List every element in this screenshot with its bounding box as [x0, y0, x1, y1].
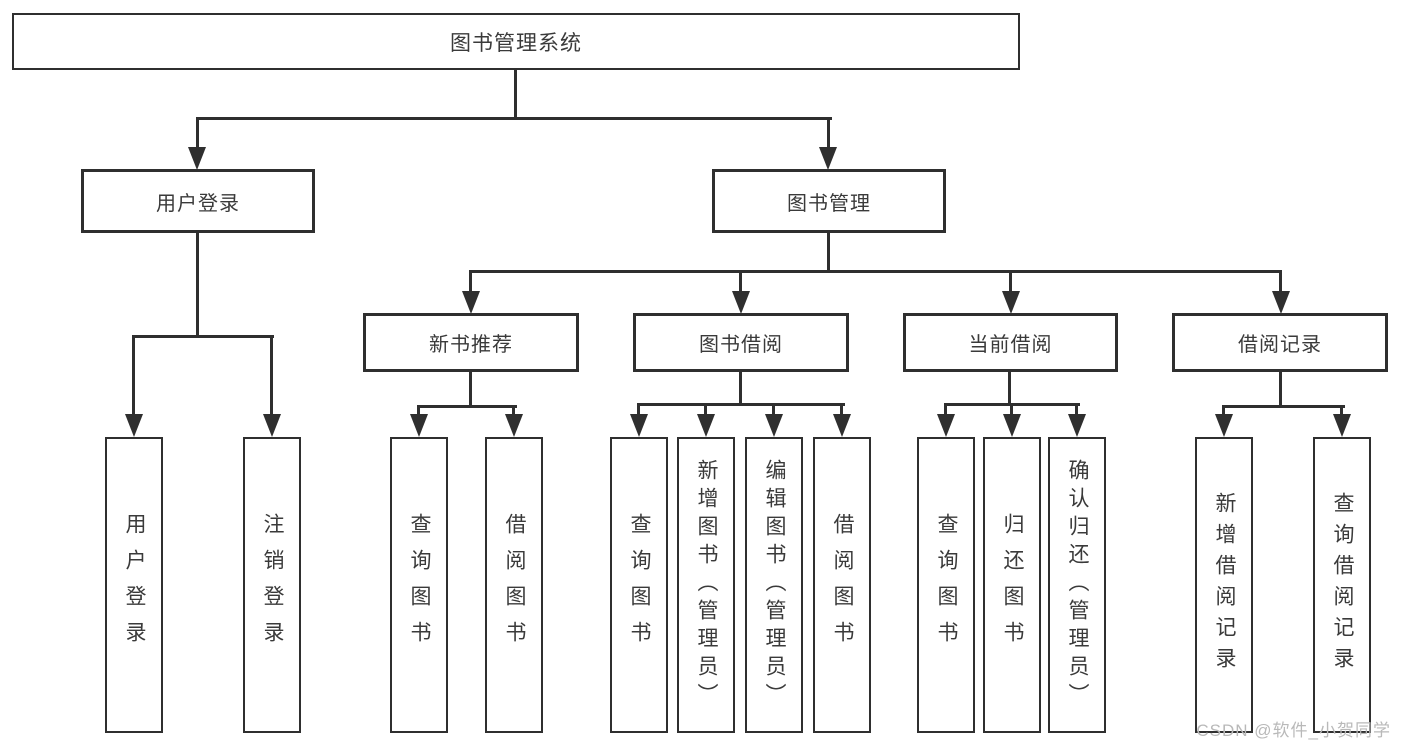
- leaf-label: 确认归还（管理员）: [1066, 459, 1089, 711]
- leaf-return-book: 归还图书: [983, 437, 1041, 733]
- connector-stem-user-login: [196, 117, 199, 149]
- leaf-query-borrow-record: 查询借阅记录: [1313, 437, 1371, 733]
- leaf-query-book-recommend: 查询图书: [390, 437, 448, 733]
- arrowhead-sec3-leaf0: [1215, 414, 1233, 437]
- connector-stem-sec1-leaf1: [704, 403, 707, 417]
- connector-root-split: [196, 117, 832, 120]
- connector-stem-leaf-login: [132, 335, 135, 415]
- leaf-confirm-return-admin: 确认归还（管理员）: [1048, 437, 1106, 733]
- leaf-label: 用户登录: [123, 513, 146, 657]
- arrowhead-sec0-leaf0: [410, 414, 428, 437]
- arrowhead-sec1-leaf3: [833, 414, 851, 437]
- connector-sec3-stem: [1279, 372, 1282, 408]
- connector-stem-sec1-leaf0: [637, 403, 640, 417]
- leaf-borrow-book: 借阅图书: [813, 437, 871, 733]
- leaf-label: 编辑图书（管理员）: [763, 459, 786, 711]
- connector-stem-borrow-record: [1279, 270, 1282, 293]
- leaf-label: 查询借阅记录: [1331, 492, 1354, 678]
- connector-stem-sec0-leaf1: [512, 405, 515, 417]
- arrowhead-new-book: [462, 291, 480, 314]
- connector-sec1-stem: [739, 372, 742, 406]
- arrowhead-sec2-leaf1: [1003, 414, 1021, 437]
- connector-stem-new-book: [469, 270, 472, 293]
- connector-stem-sec3-leaf0: [1222, 405, 1225, 417]
- leaf-label: 查询图书: [628, 513, 651, 657]
- connector-stem-current-borrow: [1009, 270, 1012, 293]
- leaf-edit-book-admin: 编辑图书（管理员）: [745, 437, 803, 733]
- leaf-borrow-book-recommend: 借阅图书: [485, 437, 543, 733]
- leaf-label: 查询图书: [935, 513, 958, 657]
- leaf-logout: 注销登录: [243, 437, 301, 733]
- connector-stem-book-management: [827, 117, 830, 149]
- connector-stem-sec2-leaf1: [1010, 403, 1013, 417]
- connector-sec2-stem: [1008, 372, 1011, 406]
- arrowhead-sec1-leaf1: [697, 414, 715, 437]
- arrowhead-sec1-leaf2: [765, 414, 783, 437]
- leaf-label: 新增图书（管理员）: [695, 459, 718, 711]
- arrowhead-sec2-leaf0: [937, 414, 955, 437]
- connector-stem-sec3-leaf1: [1340, 405, 1343, 417]
- arrowhead-borrow-record: [1272, 291, 1290, 314]
- node-book-borrow: 图书借阅: [633, 313, 849, 372]
- connector-book-management-stem: [827, 233, 830, 273]
- connector-stem-book-borrow: [739, 270, 742, 293]
- node-library-management-system: 图书管理系统: [12, 13, 1020, 70]
- node-borrow-record: 借阅记录: [1172, 313, 1388, 372]
- arrowhead-current-borrow: [1002, 291, 1020, 314]
- connector-sec3-split: [1223, 405, 1345, 408]
- connector-sec1-split: [638, 403, 845, 406]
- arrowhead-sec2-leaf2: [1068, 414, 1086, 437]
- arrowhead-leaf-logout: [263, 414, 281, 437]
- arrowhead-sec3-leaf1: [1333, 414, 1351, 437]
- node-user-login: 用户登录: [81, 169, 315, 233]
- connector-user-login-split: [133, 335, 274, 338]
- leaf-label: 借阅图书: [503, 513, 526, 657]
- arrowhead-leaf-login: [125, 414, 143, 437]
- arrowhead-book-management: [819, 147, 837, 170]
- arrowhead-book-borrow: [732, 291, 750, 314]
- arrowhead-sec0-leaf1: [505, 414, 523, 437]
- connector-stem-sec2-leaf0: [944, 403, 947, 417]
- csdn-watermark: CSDN @软件_小贺同学: [1196, 721, 1391, 740]
- connector-sec0-stem: [469, 372, 472, 408]
- leaf-add-borrow-record: 新增借阅记录: [1195, 437, 1253, 733]
- connector-stem-sec1-leaf2: [772, 403, 775, 417]
- arrowhead-sec1-leaf0: [630, 414, 648, 437]
- arrowhead-user-login: [188, 147, 206, 170]
- connector-book-management-split: [470, 270, 1282, 273]
- connector-root-stem: [514, 70, 517, 120]
- connector-sec0-split: [418, 405, 517, 408]
- node-new-book-recommend: 新书推荐: [363, 313, 579, 372]
- connector-stem-leaf-logout: [270, 335, 273, 415]
- leaf-query-book-borrow: 查询图书: [610, 437, 668, 733]
- connector-user-login-stem: [196, 233, 199, 338]
- leaf-label: 查询图书: [408, 513, 431, 657]
- connector-stem-sec2-leaf2: [1075, 403, 1078, 417]
- leaf-label: 借阅图书: [831, 513, 854, 657]
- connector-stem-sec1-leaf3: [840, 403, 843, 417]
- connector-stem-sec0-leaf0: [417, 405, 420, 417]
- node-book-management: 图书管理: [712, 169, 946, 233]
- leaf-user-login: 用户登录: [105, 437, 163, 733]
- leaf-label: 归还图书: [1001, 513, 1024, 657]
- leaf-label: 注销登录: [261, 513, 284, 657]
- leaf-label: 新增借阅记录: [1213, 492, 1236, 678]
- leaf-query-book-current: 查询图书: [917, 437, 975, 733]
- node-current-borrow: 当前借阅: [903, 313, 1118, 372]
- leaf-add-book-admin: 新增图书（管理员）: [677, 437, 735, 733]
